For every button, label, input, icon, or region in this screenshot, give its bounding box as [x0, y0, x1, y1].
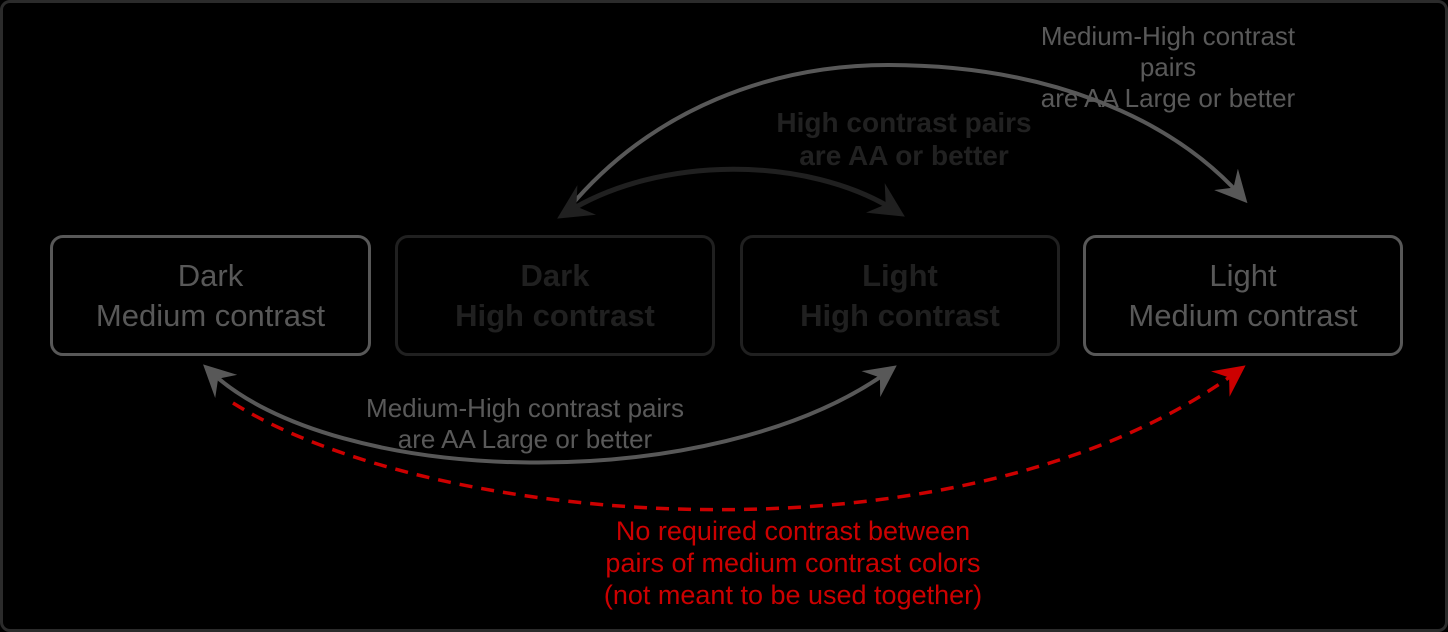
box-dark-high-contrast: Dark High contrast: [395, 235, 715, 356]
box-light-medium-line2: Medium contrast: [1128, 297, 1358, 333]
label-no-required-contrast: No required contrast between pairs of me…: [603, 516, 983, 610]
arrow-no-required-contrast: [232, 365, 1246, 512]
arrow-bottom-medium-high: [203, 364, 897, 465]
box-light-medium-line1: Light: [1209, 257, 1277, 293]
label-high-contrast-pairs: High contrast pairs are AA or better: [776, 107, 1032, 171]
box-dark-medium-line2: Medium contrast: [95, 297, 326, 333]
box-dark-medium-contrast: Dark Medium contrast: [50, 235, 371, 356]
arrow-middle-high-contrast: [557, 166, 905, 219]
box-light-medium-contrast: Light Medium contrast: [1083, 235, 1403, 356]
arrow-top-medium-high: [567, 62, 1248, 210]
box-dark-medium-line1: Dark: [177, 257, 244, 293]
box-dark-high-line2: High contrast: [455, 297, 655, 333]
box-dark-high-line1: Dark: [520, 257, 590, 293]
label-top-medium-high: Medium-High contrast pairs are AA Large …: [1040, 21, 1296, 113]
box-light-high-line2: High contrast: [800, 297, 1000, 333]
box-light-high-contrast: Light High contrast: [740, 235, 1060, 356]
label-bottom-medium-high: Medium-High contrast pairs are AA Large …: [366, 393, 684, 454]
box-light-high-line1: Light: [862, 257, 938, 293]
arrow-layer: [203, 62, 1248, 512]
